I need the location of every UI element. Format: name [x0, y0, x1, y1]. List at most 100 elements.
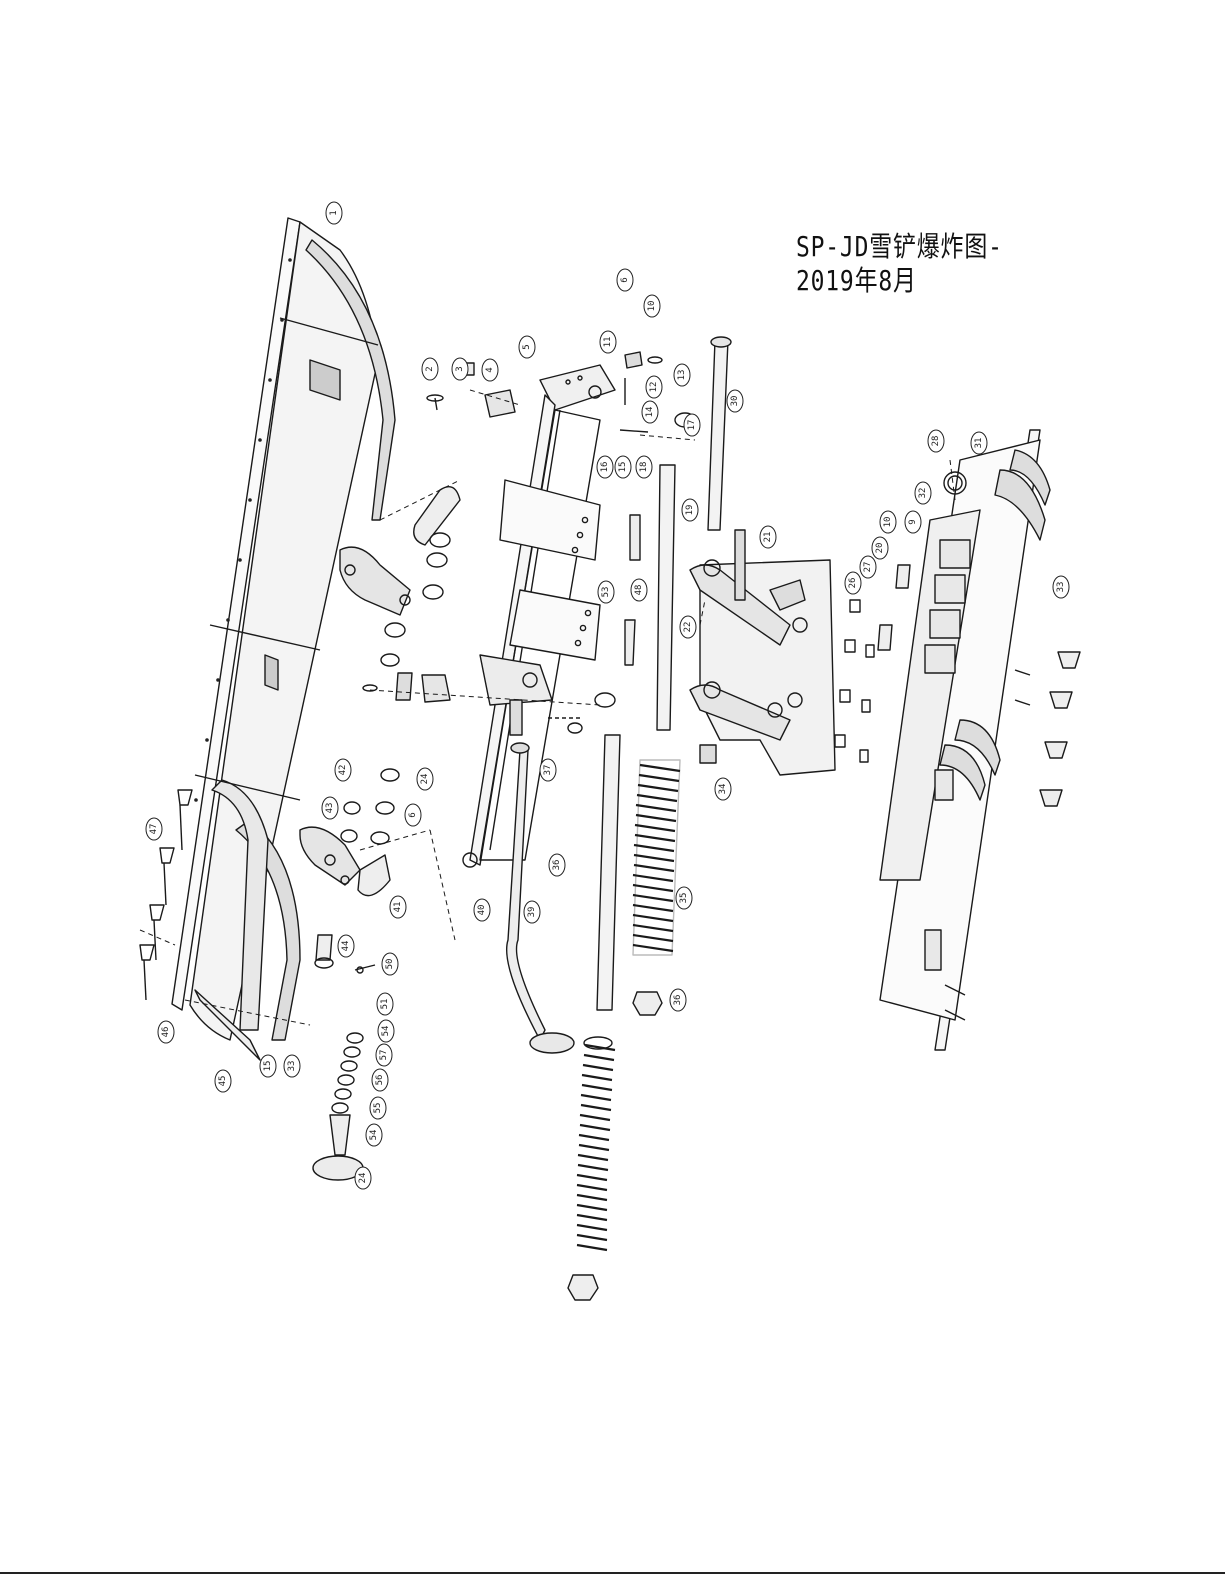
callout-43: 43 — [322, 797, 338, 819]
callout-label: 48 — [634, 585, 644, 596]
callout-label: 57 — [379, 1050, 389, 1061]
callout-56: 56 — [372, 1069, 388, 1091]
callout-13: 13 — [674, 364, 690, 386]
callout-4: 4 — [482, 359, 498, 381]
callout-label: 55 — [373, 1103, 383, 1114]
callout-label: 39 — [527, 907, 537, 918]
callout-label: 3 — [455, 366, 465, 371]
callout-label: 42 — [338, 765, 348, 776]
callout-label: 21 — [763, 532, 773, 543]
callout-label: 46 — [161, 1027, 171, 1038]
callout-label: 34 — [718, 784, 728, 795]
callout-40: 40 — [474, 899, 490, 921]
callout-17: 17 — [684, 414, 700, 436]
callout-label: 33 — [1056, 582, 1066, 593]
callout-label: 35 — [679, 893, 689, 904]
callout-26: 26 — [845, 572, 861, 594]
callout-44: 44 — [338, 935, 354, 957]
callout-label: 22 — [683, 622, 693, 633]
callout-27: 27 — [860, 556, 876, 578]
callout-33: 33 — [1053, 576, 1069, 598]
callout-label: 15 — [263, 1061, 273, 1072]
callout-label: 40 — [477, 905, 487, 916]
callout-36: 36 — [670, 989, 686, 1011]
callout-label: 28 — [931, 436, 941, 447]
callout-label: 36 — [552, 860, 562, 871]
callout-label: 33 — [287, 1061, 297, 1072]
callout-label: 19 — [685, 505, 695, 516]
spring-upper — [633, 760, 680, 955]
callout-label: 36 — [673, 995, 683, 1006]
callout-10: 10 — [880, 511, 896, 533]
callout-18: 18 — [636, 456, 652, 478]
callout-28: 28 — [928, 430, 944, 452]
callout-55: 55 — [370, 1097, 386, 1119]
callout-46: 46 — [158, 1021, 174, 1043]
callout-9: 9 — [905, 511, 921, 533]
callout-label: 9 — [908, 519, 918, 524]
callout-label: 15 — [618, 462, 628, 473]
callout-label: 6 — [408, 812, 418, 817]
callout-24: 24 — [417, 768, 433, 790]
callout-label: 2 — [425, 366, 435, 371]
callout-label: 32 — [918, 488, 928, 499]
callout-label: 5 — [522, 344, 532, 349]
callout-54: 54 — [378, 1020, 394, 1042]
callout-label: 51 — [380, 999, 390, 1010]
callout-5: 5 — [519, 336, 535, 358]
callout-47: 47 — [146, 818, 162, 840]
callout-54: 54 — [366, 1124, 382, 1146]
callout-50: 50 — [382, 953, 398, 975]
callout-24: 24 — [355, 1167, 371, 1189]
callout-label: 4 — [485, 367, 495, 372]
callout-20: 20 — [872, 537, 888, 559]
callout-label: 12 — [649, 382, 659, 393]
callout-42: 42 — [335, 759, 351, 781]
callout-22: 22 — [680, 616, 696, 638]
callout-label: 47 — [149, 824, 159, 835]
callout-12: 12 — [646, 376, 662, 398]
callout-label: 24 — [420, 774, 430, 785]
callout-33: 33 — [284, 1055, 300, 1077]
callout-label: 24 — [358, 1173, 368, 1184]
callout-label: 37 — [543, 765, 553, 776]
callout-label: 27 — [863, 562, 873, 573]
callout-14: 14 — [642, 401, 658, 423]
callout-51: 51 — [377, 993, 393, 1015]
callout-57: 57 — [376, 1044, 392, 1066]
pivot-bracket — [690, 530, 835, 775]
callout-label: 14 — [645, 407, 655, 418]
callout-label: 45 — [218, 1076, 228, 1087]
callout-label: 41 — [393, 902, 403, 913]
snow-blade — [172, 218, 410, 1060]
callout-label: 18 — [639, 462, 649, 473]
callout-label: 54 — [369, 1130, 379, 1141]
callout-label: 26 — [848, 578, 858, 589]
callout-45: 45 — [215, 1070, 231, 1092]
callout-label: 44 — [341, 941, 351, 952]
callout-label: 50 — [385, 959, 395, 970]
callout-label: 10 — [883, 517, 893, 528]
callout-label: 13 — [677, 370, 687, 381]
callout-2: 2 — [422, 358, 438, 380]
callout-34: 34 — [715, 778, 731, 800]
callout-label: 56 — [375, 1075, 385, 1086]
callout-label: 17 — [687, 420, 697, 431]
callout-6: 6 — [617, 269, 633, 291]
callout-label: 30 — [730, 396, 740, 407]
callout-10: 10 — [644, 295, 660, 317]
callout-11: 11 — [600, 331, 616, 353]
callout-16: 16 — [597, 456, 613, 478]
callout-label: 53 — [601, 587, 611, 598]
callout-39: 39 — [524, 901, 540, 923]
callout-41: 41 — [390, 896, 406, 918]
callout-label: 31 — [974, 438, 984, 449]
spring-lower — [577, 1037, 615, 1250]
callout-1: 1 — [326, 202, 342, 224]
callout-21: 21 — [760, 526, 776, 548]
callout-3: 3 — [452, 358, 468, 380]
callout-6: 6 — [405, 804, 421, 826]
callout-label: 10 — [647, 301, 657, 312]
callout-30: 30 — [727, 390, 743, 412]
